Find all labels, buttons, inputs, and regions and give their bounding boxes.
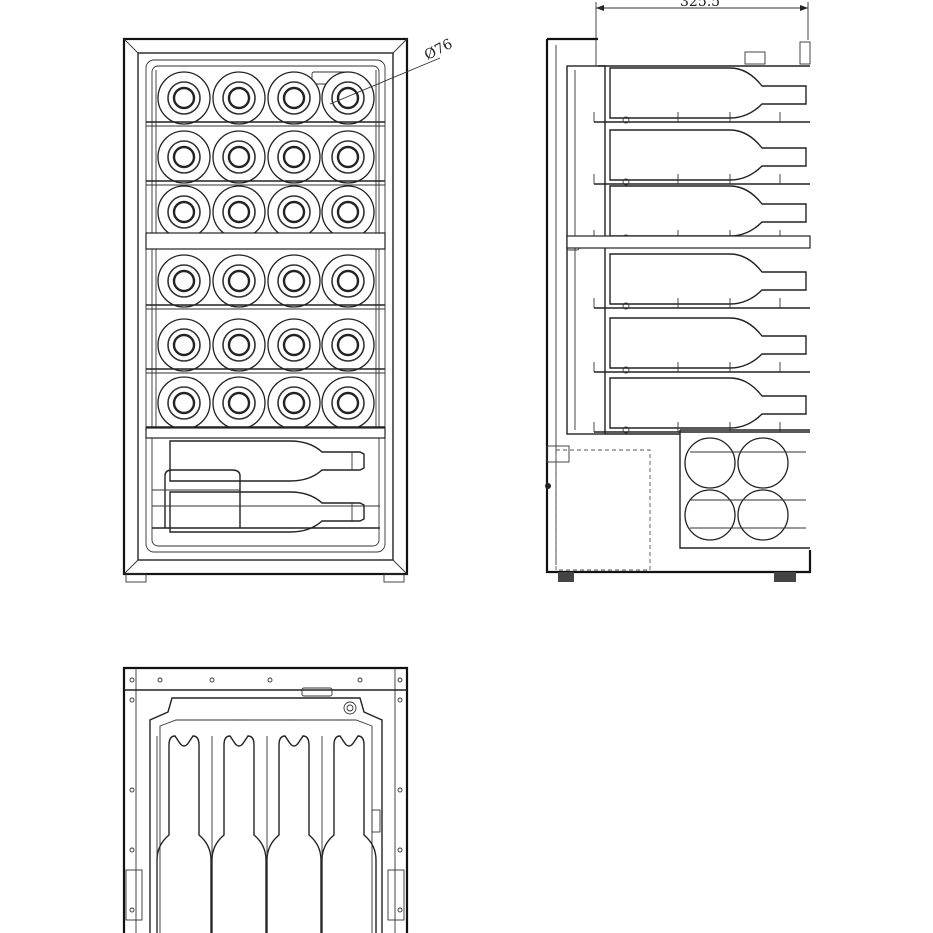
- top-bottle: [211, 735, 267, 933]
- rivet: [357, 677, 363, 683]
- side-stacked-bottle: [737, 489, 789, 541]
- lying-bottle-bottom: [169, 491, 365, 533]
- front-bottle: [267, 71, 321, 125]
- front-bottle: [321, 318, 375, 372]
- front-door-glass: [137, 52, 394, 561]
- side-bottle: [593, 185, 810, 242]
- rivet: [129, 677, 135, 683]
- front-bottle: [212, 185, 266, 239]
- front-bottle: [267, 318, 321, 372]
- rivet: [397, 787, 403, 793]
- rivet: [157, 677, 163, 683]
- front-bottle: [212, 318, 266, 372]
- depth-dimension-label: 325.5: [680, 0, 720, 10]
- front-foot-left: [125, 573, 147, 583]
- front-inner-cabinet: [145, 59, 386, 553]
- side-foot-back: [774, 572, 796, 582]
- rivet: [397, 677, 403, 683]
- front-bottle: [267, 185, 321, 239]
- top-bottle: [266, 735, 322, 933]
- rivet: [209, 677, 215, 683]
- front-shelf-rail: [146, 304, 385, 310]
- front-shelves: [146, 121, 385, 432]
- top-bottle: [321, 735, 377, 933]
- rivet: [397, 847, 403, 853]
- front-bottle: [321, 71, 375, 125]
- rivet: [267, 677, 273, 683]
- side-divider-shelf: [566, 235, 811, 249]
- front-bottle: [157, 254, 211, 308]
- front-bottle: [212, 71, 266, 125]
- front-bottle: [212, 130, 266, 184]
- side-outer-outline: [545, 39, 812, 574]
- rivet: [129, 847, 135, 853]
- top-view: [122, 666, 409, 933]
- front-shelf-rail: [146, 121, 385, 127]
- front-bottle: [157, 71, 211, 125]
- rivet: [129, 697, 135, 703]
- front-bottle: [212, 376, 266, 430]
- front-outer-frame: [122, 37, 409, 576]
- front-bottle: [157, 130, 211, 184]
- top-bottle-row: [156, 735, 377, 933]
- side-bottle-stack: [593, 67, 810, 434]
- side-bottle: [593, 67, 810, 124]
- side-bottle: [593, 317, 810, 374]
- rivet: [129, 787, 135, 793]
- front-bottle: [157, 376, 211, 430]
- side-stacked-bottle: [737, 437, 789, 489]
- front-bottle: [321, 185, 375, 239]
- side-door-profile: [566, 65, 606, 435]
- front-foot-right: [383, 573, 405, 583]
- front-shelf-rail: [146, 368, 385, 374]
- side-stacked-bottle: [684, 437, 736, 489]
- side-bottle: [593, 129, 810, 186]
- top-rivets: [129, 677, 403, 913]
- side-view: 325.5: [545, 0, 812, 582]
- front-lying-bottles: [152, 440, 380, 533]
- front-bottle: [267, 376, 321, 430]
- front-bottle: [321, 130, 375, 184]
- front-bottle: [321, 254, 375, 308]
- top-bottle: [156, 735, 212, 933]
- front-bottle: [267, 254, 321, 308]
- front-bottle: [212, 254, 266, 308]
- side-stacked-bottle: [684, 489, 736, 541]
- front-bottle: [157, 318, 211, 372]
- top-inner-cavity: [149, 697, 383, 933]
- front-bottle: [157, 185, 211, 239]
- rivet: [397, 697, 403, 703]
- front-bottle-grid: [157, 71, 375, 430]
- front-divider-shelf: [145, 232, 386, 250]
- side-stacked-bottles: [684, 437, 789, 541]
- front-view: Ø76: [122, 36, 455, 583]
- side-foot-front: [558, 572, 574, 582]
- rivet: [129, 907, 135, 913]
- front-bottle: [321, 376, 375, 430]
- side-compressor-area: [555, 449, 651, 571]
- front-shelf-rail: [146, 180, 385, 186]
- bottle-diameter-label: Ø76: [422, 36, 455, 64]
- side-bottle: [593, 377, 810, 434]
- lying-bottle-top: [169, 440, 365, 482]
- rivet: [397, 907, 403, 913]
- top-outer-outline: [122, 666, 409, 933]
- front-bottle: [267, 130, 321, 184]
- side-bottle: [593, 253, 810, 310]
- diameter-leader-line: [329, 57, 441, 105]
- front-bottom-shelf: [145, 427, 386, 439]
